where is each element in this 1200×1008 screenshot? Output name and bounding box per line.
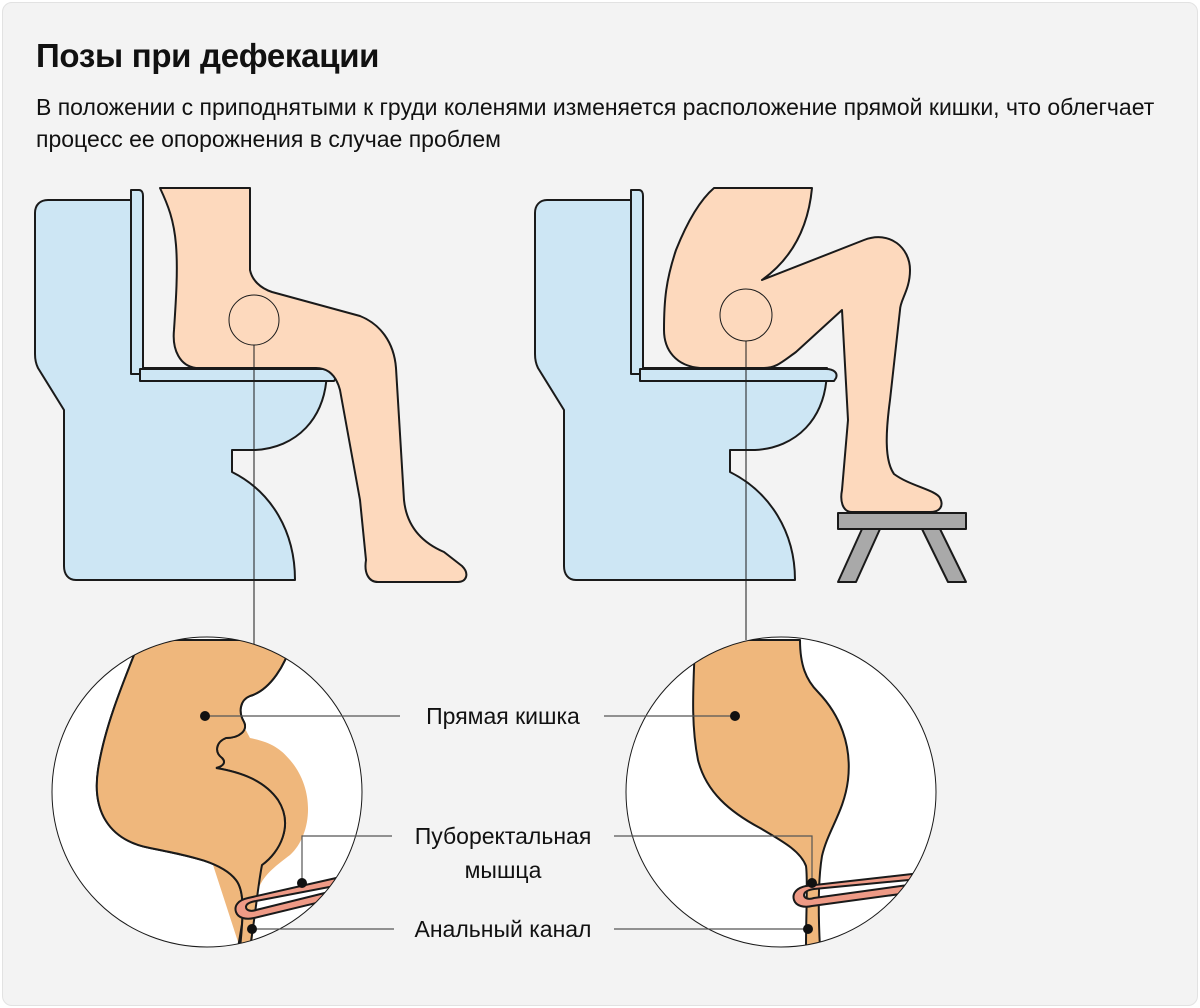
person-right [663, 187, 943, 513]
toilet-right [534, 189, 838, 581]
rectum-dot-left [200, 711, 210, 721]
rectum-shape-left [140, 640, 308, 947]
callout-dots [200, 711, 817, 934]
detail-circle-left [51, 636, 363, 948]
rectum-dot-right [730, 711, 740, 721]
person-left [159, 187, 468, 583]
page-title: Позы при дефекации [36, 37, 380, 74]
anal-canal-dot-right [803, 924, 813, 934]
label-puborectalis-line2: мышца [465, 857, 542, 883]
rectum-marker-right [719, 288, 773, 640]
puborectalis-dot-left [297, 878, 307, 888]
rectum-marker-left [228, 294, 280, 645]
footstool [837, 512, 967, 583]
page-subtitle: В положении с приподнятыми к груди колен… [36, 94, 1155, 152]
callout-lines [205, 715, 813, 930]
detail-circle-right [625, 636, 937, 948]
puborectalis-dot-right [807, 878, 817, 888]
anal-canal-dot-left [247, 924, 257, 934]
label-puborectalis-line1: Пуборектальная [415, 823, 592, 849]
label-rectum: Прямая кишка [426, 703, 580, 729]
label-anal-canal: Анальный канал [415, 916, 592, 942]
